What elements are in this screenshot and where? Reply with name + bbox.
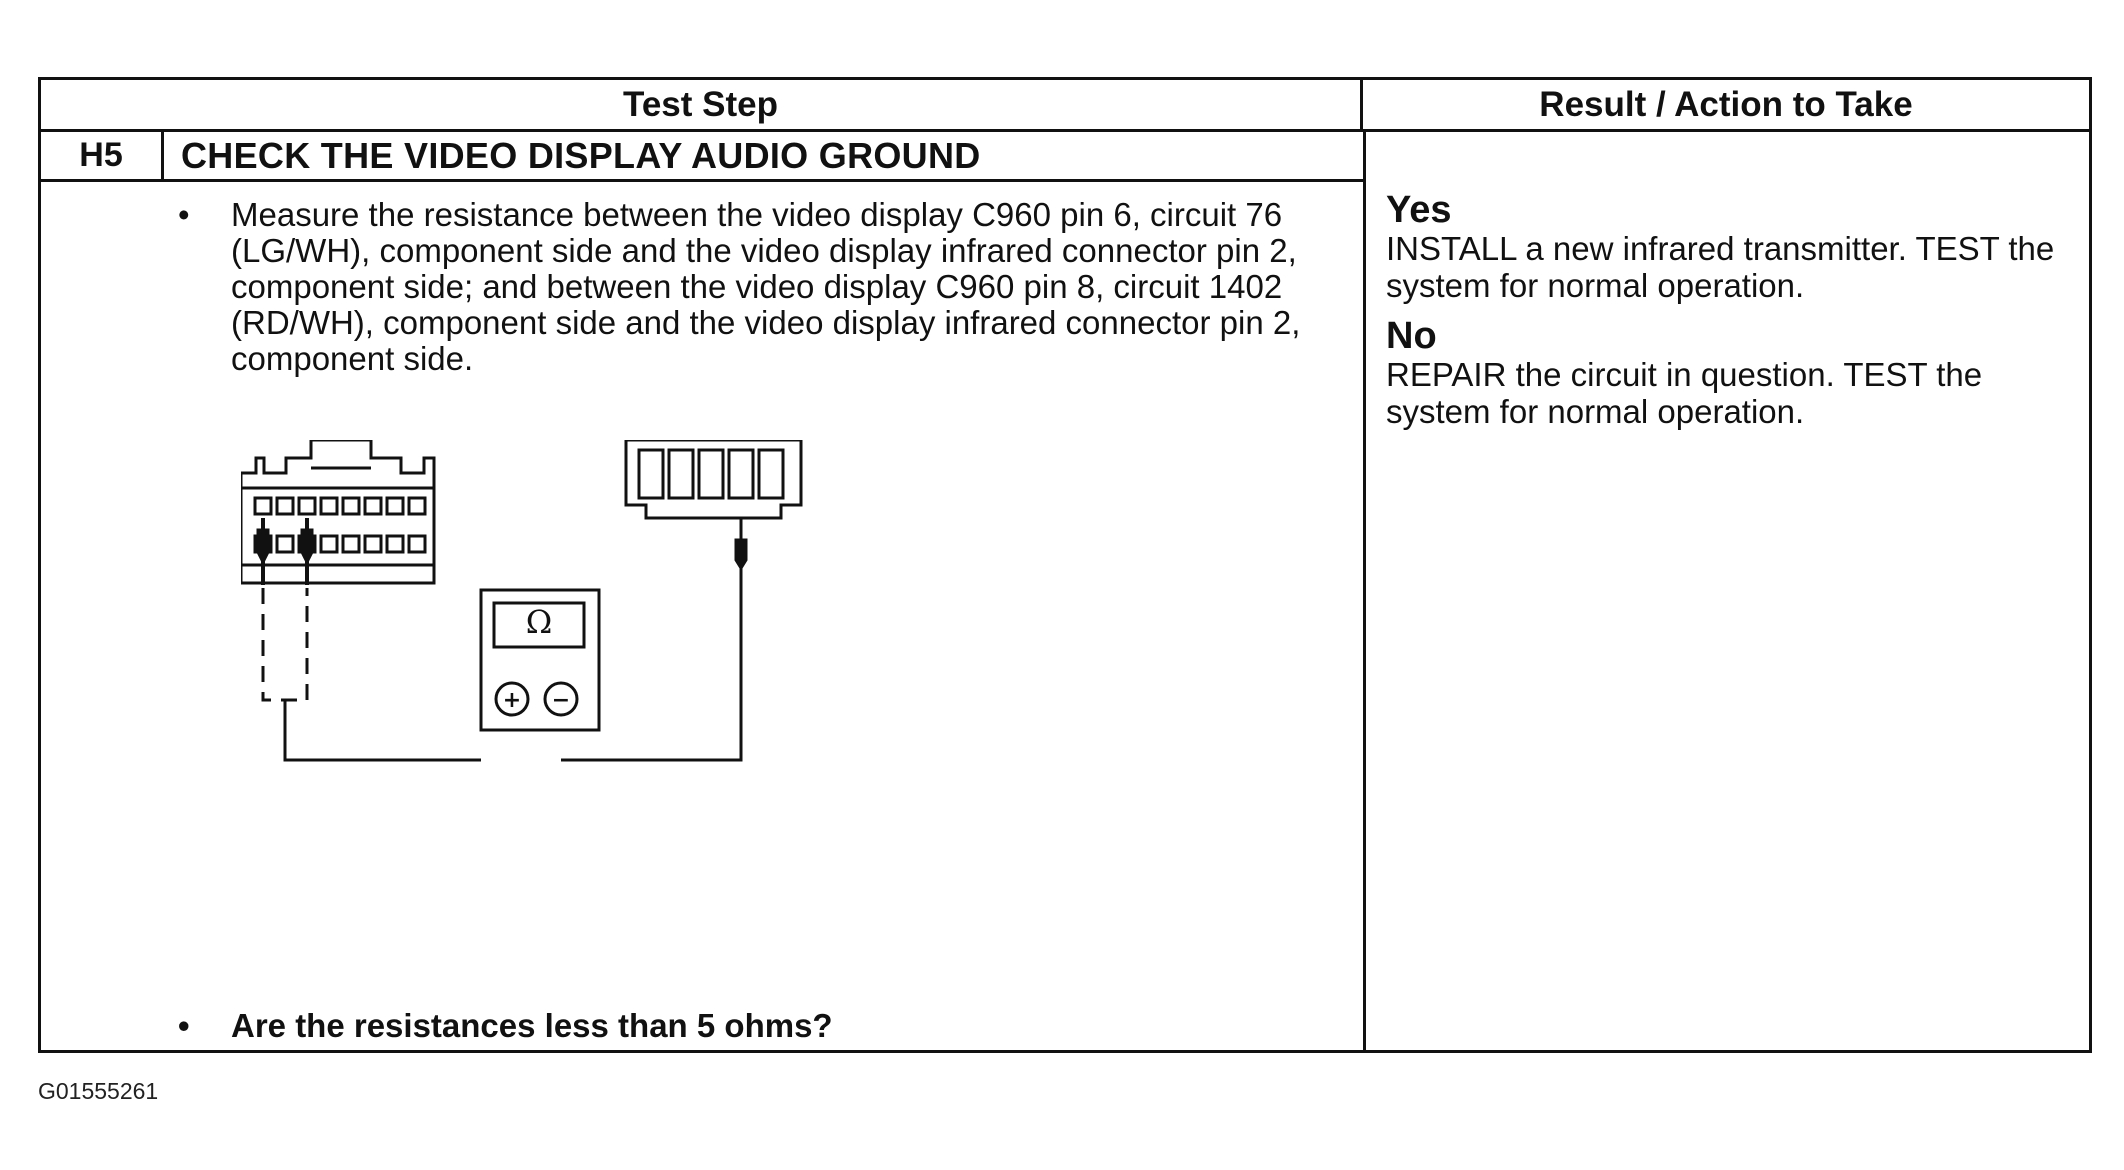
instruction-bullet: • Measure the resistance between the vid…: [178, 197, 1358, 387]
plus-terminal-label: +: [503, 688, 521, 713]
yes-label: Yes: [1386, 189, 1452, 231]
no-action: REPAIR the circuit in question. TEST the…: [1386, 356, 1983, 430]
test-step-table: Test Step Result / Action to Take H5 CHE…: [38, 77, 2092, 1053]
infrared-connector-illustration: [624, 440, 803, 520]
step-row: H5 CHECK THE VIDEO DISPLAY AUDIO GROUND: [41, 132, 1363, 182]
step-title: CHECK THE VIDEO DISPLAY AUDIO GROUND: [181, 134, 981, 176]
c960-connector-illustration: [241, 440, 436, 585]
instruction-text: Measure the resistance between the video…: [231, 196, 1301, 377]
ohmmeter-illustration: [479, 588, 601, 732]
yes-action: INSTALL a new infrared transmitter. TEST…: [1386, 230, 2055, 304]
figure-id: G01555261: [38, 1078, 159, 1104]
column-divider: [1363, 132, 1366, 1050]
header-result-action: Result / Action to Take: [1363, 80, 2089, 132]
bullet-dot: •: [178, 196, 190, 233]
result-column: Yes INSTALL a new infrared transmitter. …: [1386, 190, 2086, 442]
minus-terminal-label: −: [552, 688, 570, 713]
header-test-step: Test Step: [41, 80, 1363, 132]
question-bullet: • Are the resistances less than 5 ohms?: [178, 1008, 1358, 1048]
no-label: No: [1386, 315, 1437, 357]
ohm-symbol: Ω: [526, 603, 553, 641]
wiring-diagram: Ω + −: [241, 440, 803, 762]
step-id: H5: [41, 132, 164, 179]
question-text: Are the resistances less than 5 ohms?: [231, 1007, 833, 1044]
bullet-dot: •: [178, 1007, 190, 1044]
